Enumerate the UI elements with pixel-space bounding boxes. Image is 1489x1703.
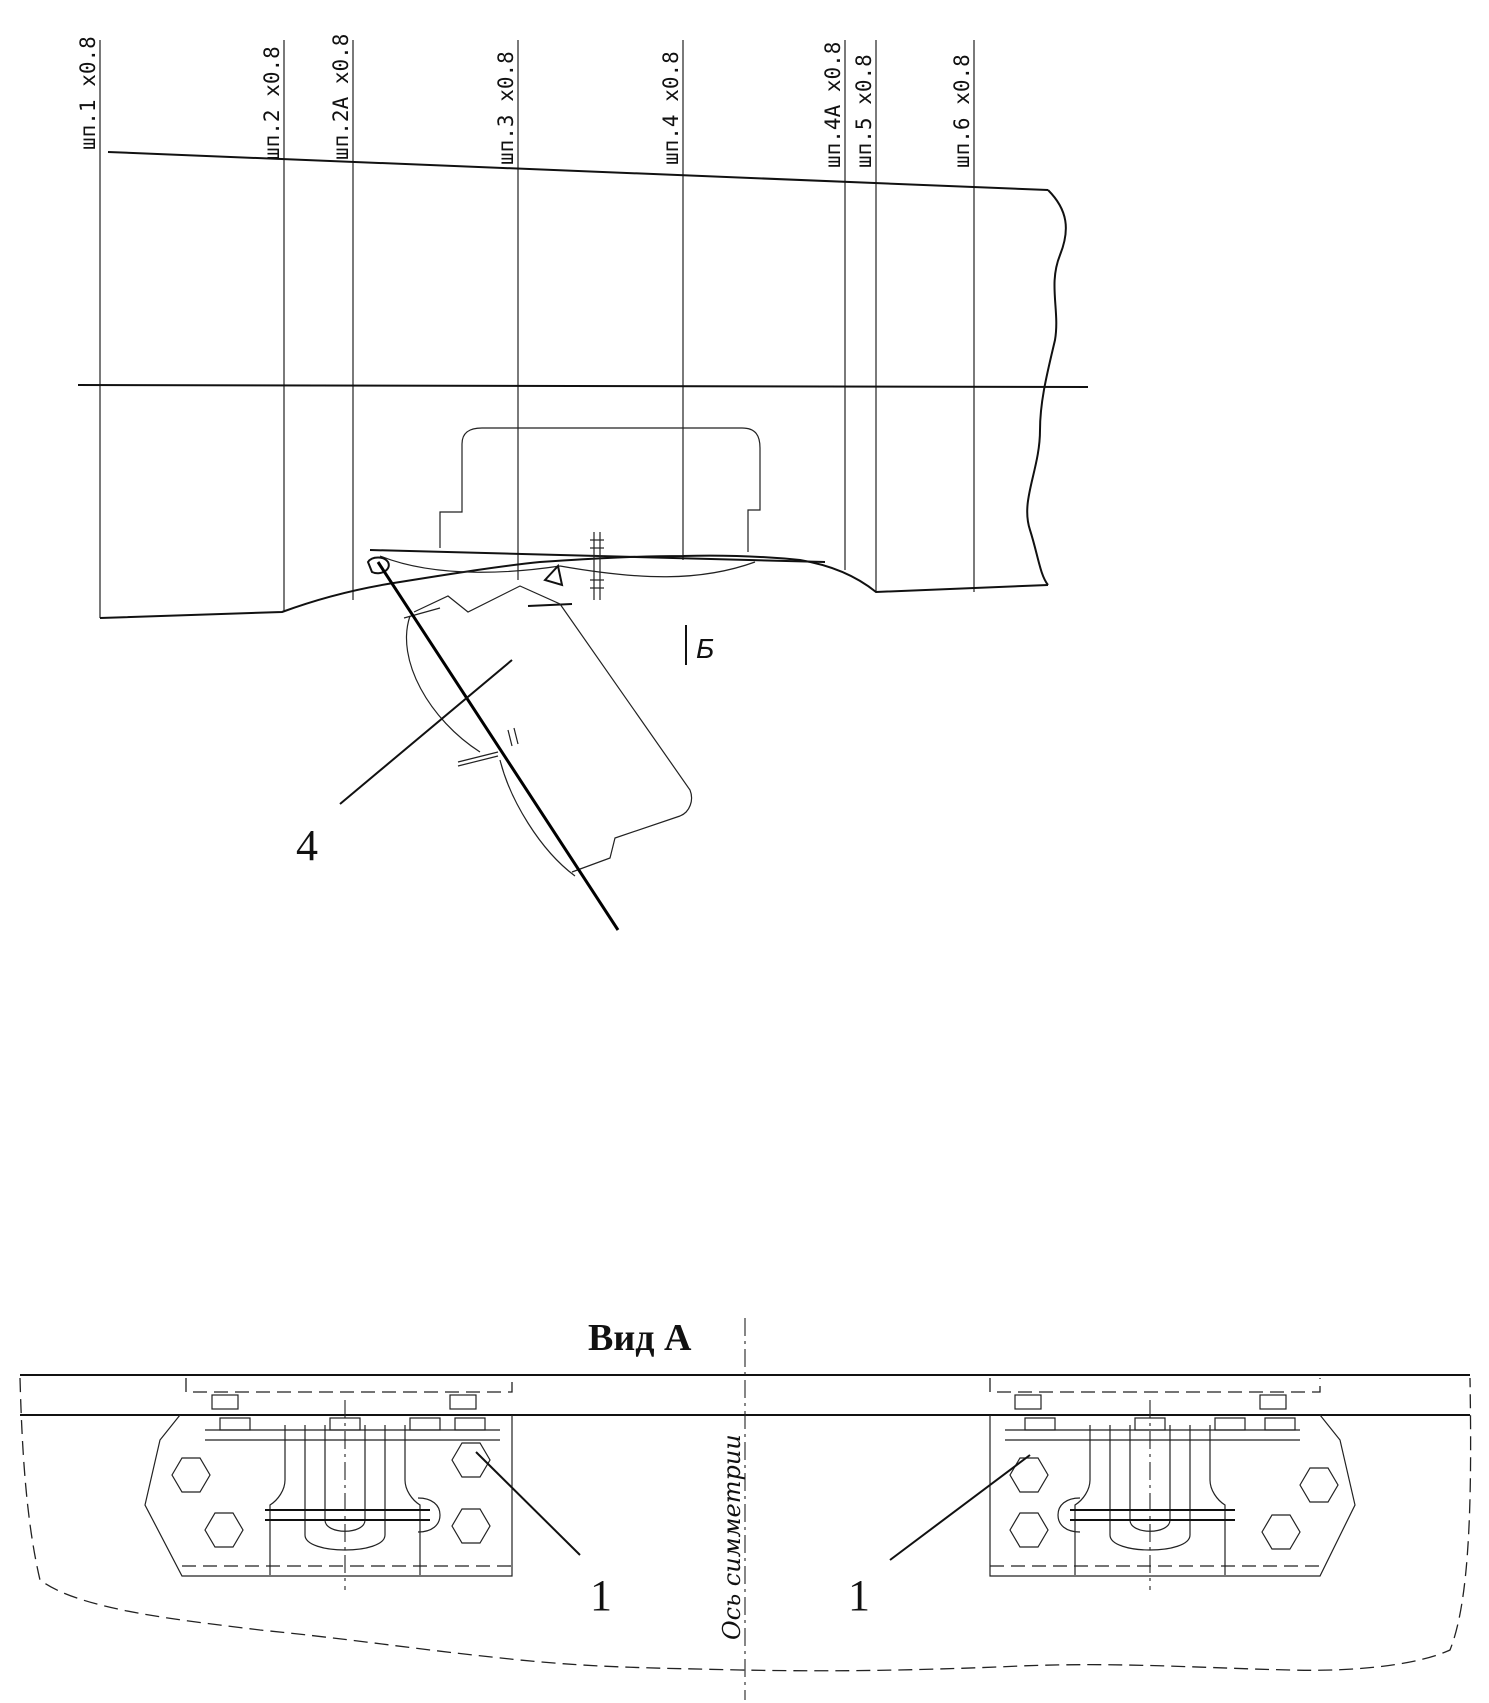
hinge-symbol (366, 556, 390, 575)
flap-fastener (457, 727, 519, 767)
bolt-right-4 (1261, 1514, 1301, 1550)
arc-right (559, 561, 756, 578)
break-line (1026, 189, 1067, 586)
callout-4-leader (339, 659, 513, 805)
bracket-assembly-right (989, 1378, 1356, 1590)
frame-lines (99, 40, 975, 618)
bolt-right-1 (1009, 1457, 1049, 1493)
callout-4: 4 (296, 821, 318, 870)
deployed-flap (376, 561, 693, 931)
bracket-assembly-left (144, 1378, 513, 1590)
arrow-marker (543, 563, 564, 587)
bolt-right-2 (1009, 1512, 1049, 1548)
flap-arc-lower (499, 759, 576, 877)
arrow-stem (527, 603, 573, 607)
frame-label-1: шп.1 х0.8 (76, 36, 100, 150)
callout-1-right-leader (889, 1454, 1031, 1561)
deck-line (107, 151, 1049, 191)
callout-1-right: 1 (848, 1571, 870, 1620)
callout-1-left-leader (475, 1451, 581, 1556)
frame-label-6: шп.6 х0.8 (950, 54, 974, 168)
frame-label-5: шп.5 х0.8 (852, 54, 876, 168)
bolt-left-1 (171, 1457, 211, 1493)
symmetry-axis-label: Ось симметрии (718, 1434, 746, 1640)
hull-bottom (99, 554, 1049, 619)
bracket-plate-left (144, 1414, 513, 1577)
bolt-left-2 (204, 1512, 244, 1548)
recess-outline (439, 427, 761, 552)
frame-labels: шп.1 х0.8 шп.2 х0.8 шп.2А х0.8 шп.3 х0.8… (76, 34, 974, 168)
frame-label-2: шп.2 х0.8 (260, 46, 284, 160)
view-a: Вид А Ось симметрии (19, 1317, 1472, 1700)
outline-boundary (19, 1377, 1472, 1672)
flap-arc-upper (405, 615, 481, 753)
flap-outline (413, 585, 693, 873)
frame-label-4a: шп.4А х0.8 (821, 42, 845, 168)
bolt-right-3 (1299, 1467, 1339, 1503)
fastener-marks (590, 532, 604, 600)
side-view: шп.1 х0.8 шп.2 х0.8 шп.2А х0.8 шп.3 х0.8… (76, 34, 1089, 931)
bolt-left-3 (451, 1442, 491, 1478)
bolt-left-4 (451, 1508, 491, 1544)
section-mark-label: Б (696, 633, 714, 664)
frame-label-3: шп.3 х0.8 (494, 51, 518, 165)
reference-line (77, 384, 1089, 388)
frame-label-4: шп.4 х0.8 (659, 51, 683, 165)
bracket-plate-right (989, 1414, 1356, 1577)
flap-axis-line (376, 561, 620, 931)
frame-label-2a: шп.2А х0.8 (329, 34, 353, 160)
arc-left (379, 555, 561, 573)
callout-1-left: 1 (590, 1571, 612, 1620)
view-a-title: Вид А (588, 1317, 692, 1359)
